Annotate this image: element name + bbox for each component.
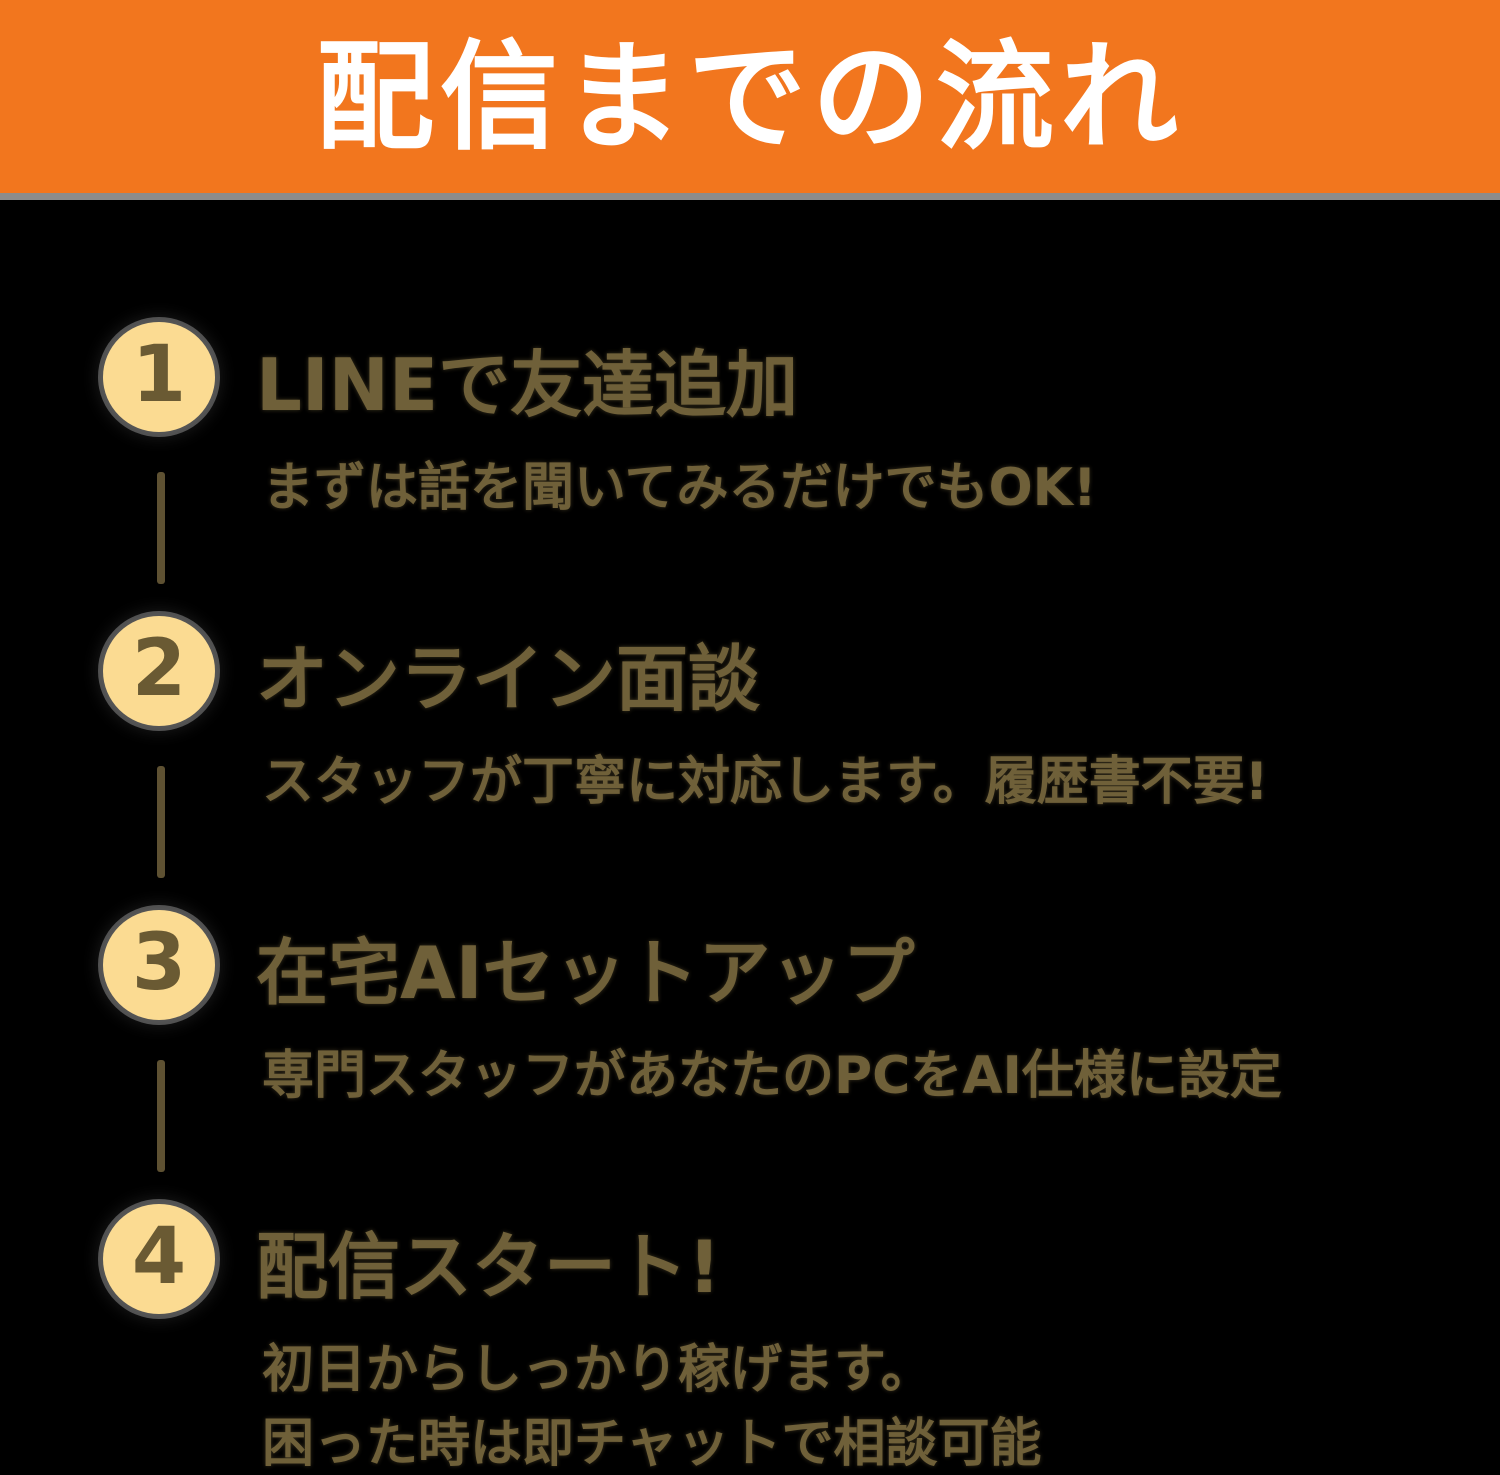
connector-step-1-to-2 [157, 472, 165, 584]
step-2-description: スタッフが丁寧に対応します。履歴書不要! [262, 746, 1269, 820]
step-1-number: 1 [131, 330, 187, 420]
step-2-description-line-1: スタッフが丁寧に対応します。履歴書不要! [262, 752, 1269, 812]
step-3-description: 専門スタッフがあなたのPCをAI仕様に設定 [262, 1040, 1282, 1114]
step-4-number: 4 [131, 1212, 187, 1302]
step-1-title: LINEで友達追加 [256, 343, 799, 427]
step-3: 3 在宅AIセットアップ 専門スタッフがあなたのPCをAI仕様に設定 [0, 910, 1500, 1204]
step-4-number-badge: 4 [103, 1204, 215, 1314]
step-3-number-badge: 3 [103, 910, 215, 1020]
header-banner: 配信までの流れ [0, 0, 1500, 193]
step-1-number-badge: 1 [103, 322, 215, 432]
connector-step-3-to-4 [157, 1060, 165, 1172]
step-3-title: 在宅AIセットアップ [256, 931, 915, 1015]
page-title: 配信までの流れ [315, 27, 1184, 166]
step-2-number-badge: 2 [103, 616, 215, 726]
step-4: 4 配信スタート! 初日からしっかり稼げます。 困った時は即チャットで相談可能 [0, 1204, 1500, 1475]
step-1-description: まずは話を聞いてみるだけでもOK! [262, 452, 1097, 526]
step-1-description-line-1: まずは話を聞いてみるだけでもOK! [262, 458, 1097, 518]
step-3-description-line-1: 専門スタッフがあなたのPCをAI仕様に設定 [262, 1046, 1282, 1106]
connector-step-2-to-3 [157, 766, 165, 878]
step-2-number: 2 [131, 624, 187, 714]
step-3-number: 3 [131, 918, 187, 1008]
flow-steps-container: 1 LINEで友達追加 まずは話を聞いてみるだけでもOK! 2 オンライン面談 … [0, 200, 1500, 1475]
step-4-title: 配信スタート! [256, 1225, 721, 1309]
step-2: 2 オンライン面談 スタッフが丁寧に対応します。履歴書不要! [0, 616, 1500, 910]
step-4-description: 初日からしっかり稼げます。 困った時は即チャットで相談可能 [262, 1334, 1041, 1475]
header-divider [0, 193, 1500, 200]
step-2-title: オンライン面談 [256, 637, 761, 721]
step-4-description-line-2: 困った時は即チャットで相談可能 [262, 1413, 1042, 1474]
step-1: 1 LINEで友達追加 まずは話を聞いてみるだけでもOK! [0, 322, 1500, 616]
step-4-description-line-1: 初日からしっかり稼げます。 [262, 1340, 933, 1400]
